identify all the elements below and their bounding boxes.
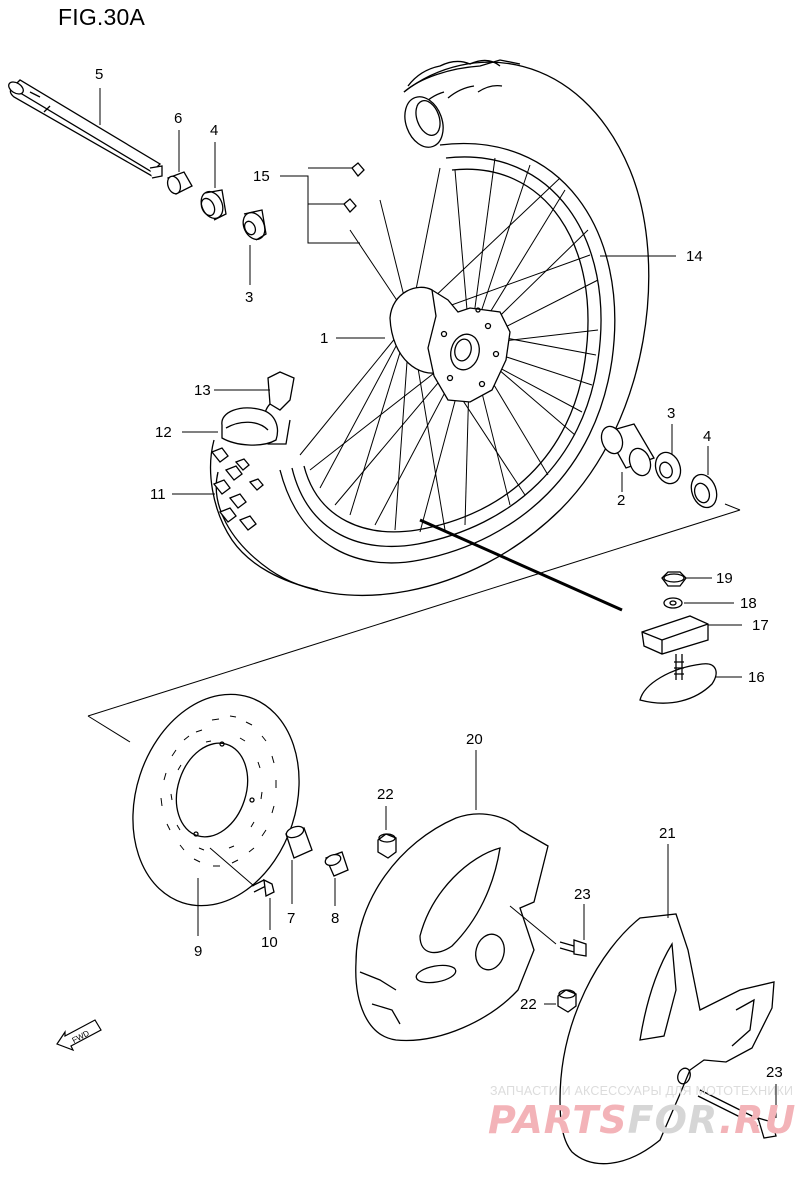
watermark-brand-logo: PARTSFOR.RU bbox=[488, 1098, 796, 1142]
watermark-brand-tld: .RU bbox=[718, 1098, 797, 1142]
label-9: 9 bbox=[194, 943, 202, 960]
front-axle bbox=[8, 79, 163, 179]
label-8: 8 bbox=[331, 910, 339, 927]
collar-7 bbox=[285, 825, 313, 859]
brake-disc-9 bbox=[132, 693, 300, 907]
rim-band-16 bbox=[639, 654, 717, 704]
label-1: 1 bbox=[320, 330, 328, 347]
label-16: 16 bbox=[748, 669, 765, 686]
label-19: 19 bbox=[716, 570, 733, 587]
bolt-23-middle bbox=[559, 939, 587, 957]
label-4-top: 4 bbox=[210, 122, 218, 139]
bolt-23-lower bbox=[697, 1089, 777, 1139]
leaders-top-left bbox=[99, 88, 360, 285]
label-6: 6 bbox=[174, 110, 182, 127]
washer-18 bbox=[663, 597, 683, 609]
label-3-right: 3 bbox=[667, 405, 675, 422]
label-13: 13 bbox=[194, 382, 211, 399]
oil-seal-4-top bbox=[200, 189, 227, 221]
leaders-lower bbox=[197, 750, 777, 1118]
label-14: 14 bbox=[686, 248, 703, 265]
spacer-2 bbox=[600, 423, 655, 477]
valve-pointer-line bbox=[419, 518, 623, 612]
nut-19 bbox=[661, 571, 687, 587]
tire-14 bbox=[215, 59, 650, 597]
label-4-right: 4 bbox=[703, 428, 711, 445]
label-10: 10 bbox=[261, 934, 278, 951]
label-7: 7 bbox=[287, 910, 295, 927]
label-5: 5 bbox=[95, 66, 103, 83]
group-boundary-line bbox=[87, 503, 741, 743]
label-2: 2 bbox=[617, 492, 625, 509]
label-23-lower: 23 bbox=[766, 1064, 783, 1081]
label-15: 15 bbox=[253, 168, 270, 185]
bolt-10 bbox=[251, 878, 275, 897]
disc-guard-20 bbox=[355, 813, 549, 1042]
leaders-right bbox=[172, 255, 742, 678]
bearing-3-top bbox=[242, 209, 267, 241]
collar-6 bbox=[166, 171, 193, 195]
spoke-nipples-15 bbox=[343, 162, 365, 213]
watermark-brand-red: PARTS bbox=[488, 1098, 628, 1142]
oil-seal-4-right bbox=[690, 473, 718, 509]
bearing-3-right bbox=[654, 451, 682, 485]
label-18: 18 bbox=[740, 595, 757, 612]
tire-section-11-12-13 bbox=[209, 371, 319, 591]
label-23-middle: 23 bbox=[574, 886, 591, 903]
collar-22-upper bbox=[377, 833, 397, 859]
disc-cover-21 bbox=[559, 913, 775, 1165]
bushing-8 bbox=[324, 851, 349, 877]
figure-title: FIG.30A bbox=[58, 4, 146, 30]
label-22-upper: 22 bbox=[377, 786, 394, 803]
label-20: 20 bbox=[466, 731, 483, 748]
wheel-hub-1 bbox=[389, 286, 511, 403]
fwd-direction-arrow: FWD bbox=[56, 1019, 102, 1052]
label-17: 17 bbox=[752, 617, 769, 634]
rim-lock-17 bbox=[641, 615, 709, 655]
label-12: 12 bbox=[155, 424, 172, 441]
watermark-caption: ЗАПЧАСТИ И АКСЕССУАРЫ ДЛЯ МОТОТЕХНИКИ bbox=[490, 1084, 794, 1098]
watermark-brand-grey: FOR bbox=[627, 1098, 719, 1142]
label-22-lower: 22 bbox=[520, 996, 537, 1013]
label-3-top: 3 bbox=[245, 289, 253, 306]
wheel-rim bbox=[279, 142, 616, 564]
label-21: 21 bbox=[659, 825, 676, 842]
label-11: 11 bbox=[150, 486, 166, 503]
collar-22-lower bbox=[557, 989, 577, 1013]
